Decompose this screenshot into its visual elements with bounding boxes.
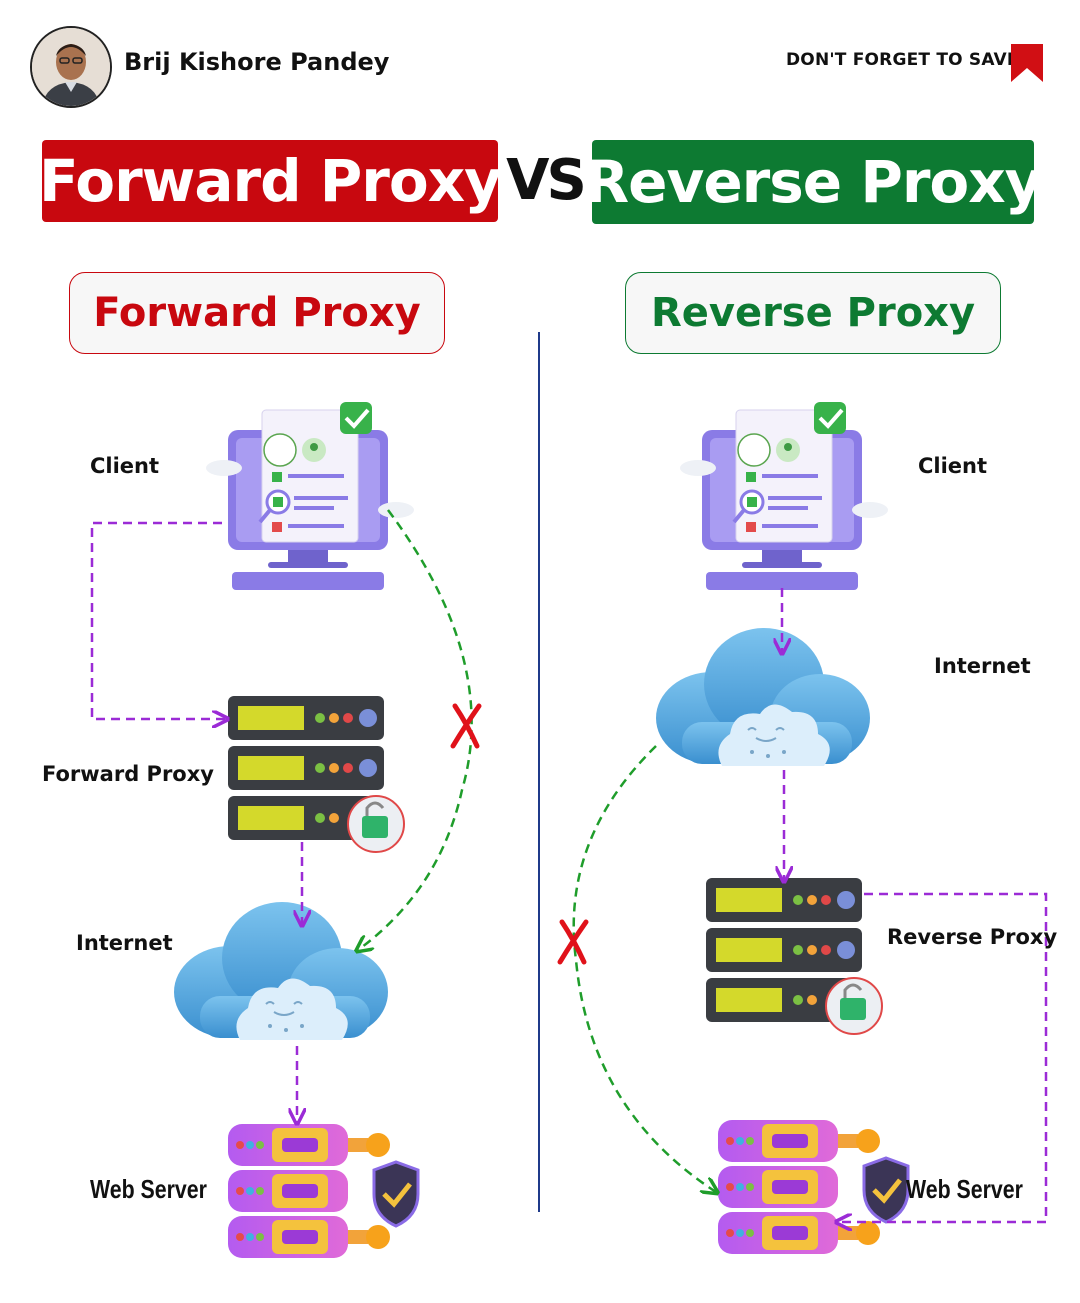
forward-flow-client-to-proxy (90, 521, 226, 719)
forward-client-icon (204, 400, 416, 592)
forward-label-client: Client (90, 454, 160, 478)
reverse-label-server: Web Server (906, 1174, 1023, 1204)
reverse-label-internet: Internet (934, 654, 1031, 678)
bookmark-icon (1011, 44, 1043, 82)
avatar (30, 26, 112, 108)
forward-label-server: Web Server (90, 1174, 207, 1204)
column-divider (538, 332, 540, 1212)
reverse-flow-proxy-to-server (838, 892, 1048, 1222)
forward-blocked-direct-path (358, 509, 473, 950)
reverse-client-icon (678, 400, 890, 592)
title-forward-proxy: Forward Proxy (39, 140, 502, 222)
reverse-web-server-icon (718, 1120, 908, 1254)
forward-proxy-server-icon (226, 694, 406, 854)
forward-label-proxy: Forward Proxy (42, 762, 214, 786)
title-reverse-proxy: Reverse Proxy (585, 140, 1043, 224)
forward-internet-cloud-icon (173, 901, 389, 1041)
save-reminder: DON'T FORGET TO SAVE (786, 50, 1019, 70)
section-header-forward: Forward Proxy (69, 272, 445, 354)
reverse-x-mark-icon (560, 922, 586, 962)
reverse-label-client: Client (918, 454, 988, 478)
reverse-blocked-direct-path (572, 745, 716, 1192)
reverse-internet-cloud-icon (655, 627, 871, 767)
forward-web-server-icon (228, 1124, 418, 1258)
author-name: Brij Kishore Pandey (124, 48, 390, 76)
reverse-proxy-server-icon (704, 876, 884, 1036)
forward-x-mark-icon (453, 706, 479, 746)
reverse-label-proxy: Reverse Proxy (887, 925, 1058, 949)
forward-label-internet: Internet (76, 931, 173, 955)
title-vs: VS (506, 148, 587, 213)
section-header-reverse: Reverse Proxy (625, 272, 1001, 354)
